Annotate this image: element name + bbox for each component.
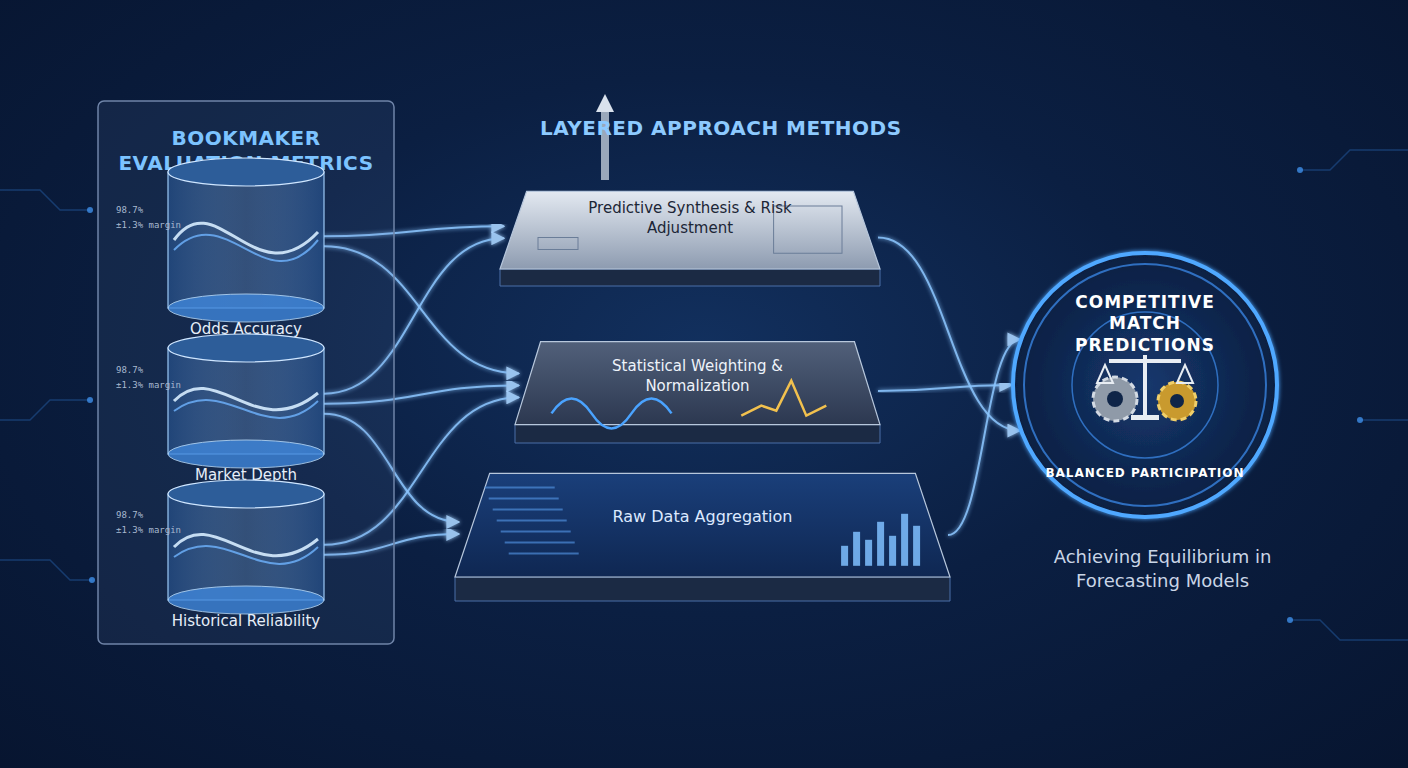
- cylinder-symbol: [112, 338, 380, 484]
- metric-value: 98.7%: [116, 205, 143, 215]
- flow-connector: [878, 238, 1020, 431]
- flow-connector: [878, 385, 1012, 391]
- metric-value: ±1.3% margin: [116, 525, 181, 535]
- node-label: COMPETITIVE MATCH PREDICTIONS: [1040, 292, 1250, 356]
- caption-text: Achieving Equilibrium in Forecasting Mod…: [1035, 545, 1290, 594]
- layer-slab: Predictive Synthesis & Risk Adjustment: [500, 185, 880, 290]
- layer-slab: Raw Data Aggregation: [455, 465, 950, 605]
- metric-value: ±1.3% margin: [116, 380, 181, 390]
- section-heading: LAYERED APPROACH METHODS: [540, 116, 902, 140]
- node-label: Raw Data Aggregation: [565, 507, 840, 528]
- node-label: Predictive Synthesis & Risk Adjustment: [560, 199, 820, 238]
- metric-value: ±1.3% margin: [116, 220, 181, 230]
- layer-slab-shape: [455, 465, 950, 605]
- result-badge: COMPETITIVE MATCH PREDICTIONS BALANCED PA…: [1010, 250, 1280, 520]
- node-label: Historical Reliability: [112, 612, 380, 630]
- flow-connector: [948, 339, 1020, 535]
- metric-cylinder: Odds Accuracy: [112, 162, 380, 338]
- metric-value: 98.7%: [116, 510, 143, 520]
- cylinder-symbol: [112, 162, 380, 338]
- layer-slab: Statistical Weighting & Normalization: [515, 335, 880, 447]
- node-subtitle: BALANCED PARTICIPATION: [1040, 466, 1250, 480]
- cylinder-symbol: [112, 484, 380, 630]
- metric-cylinder: Market Depth: [112, 338, 380, 484]
- metric-cylinder: Historical Reliability: [112, 484, 380, 630]
- metric-value: 98.7%: [116, 365, 143, 375]
- node-label: Statistical Weighting & Normalization: [575, 357, 820, 396]
